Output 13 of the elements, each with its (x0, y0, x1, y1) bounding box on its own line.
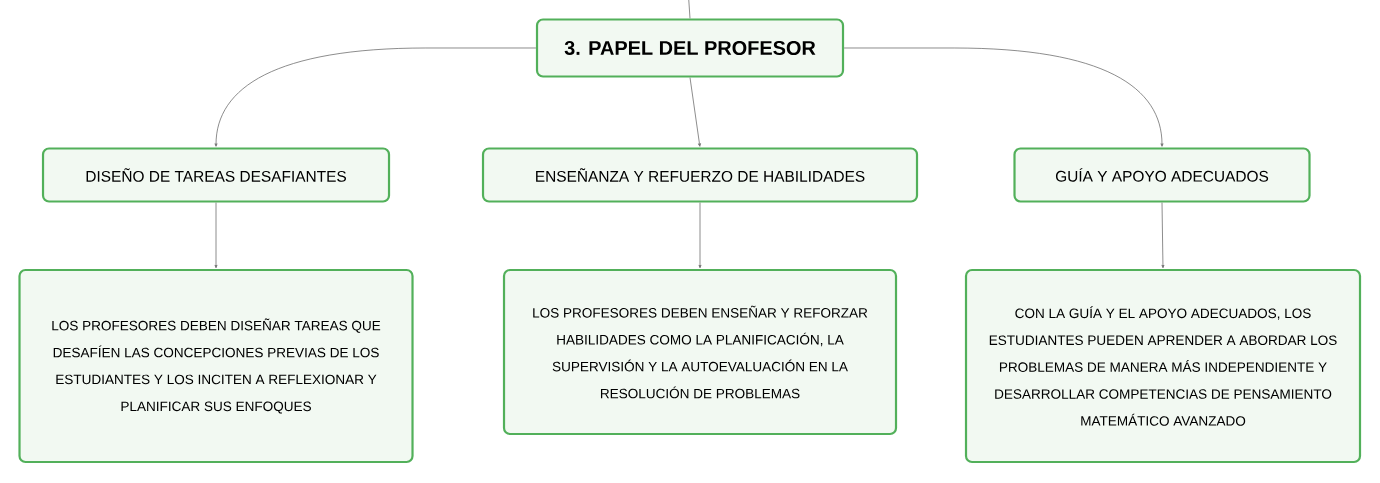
connector-arrow (1161, 202, 1165, 269)
connector-arrow (843, 47, 1164, 147)
description-box: LOS PROFESORES DEBEN DISEÑAR TAREAS QUE DESAFÍEN LAS CONCEPCIONES PREVIAS DE LOS ESTUDIANTES Y LOS INCITEN A REFLEXIONAR Y PLANIFICAR SUS ENFOQUES (18, 268, 414, 464)
subtopic-box: ENSEÑANZA Y REFUERZO DE HABILIDADES (481, 147, 919, 203)
connector-arrow (689, 77, 701, 147)
main-topic-box: 3. PAPEL DEL PROFESOR (535, 18, 845, 78)
description-box: LOS PROFESORES DEBEN ENSEÑAR Y REFORZAR HABILIDADES COMO LA PLANIFICACIÓN, LA SUPERVISIÓN Y LA AUTOEVALUACIÓN EN LA RESOLUCIÓN DE PROBLEMAS (502, 268, 898, 436)
connector-arrow (698, 202, 702, 269)
subtopic-box: DISEÑO DE TAREAS DESAFIANTES (41, 147, 391, 203)
description-box: CON LA GUÍA Y EL APOYO ADECUADOS, LOS ESTUDIANTES PUEDEN APRENDER A ABORDAR LOS PROBLEMAS DE MANERA MÁS INDEPENDIENTE Y DESARROLLAR COMPETENCIAS DE PENSAMIENTO MATEMÁTICO AVANZADO (964, 268, 1362, 464)
connector-arrow (214, 202, 218, 269)
connector-arrow (214, 47, 537, 147)
subtopic-box: GUÍA Y APOYO ADECUADOS (1013, 147, 1311, 203)
